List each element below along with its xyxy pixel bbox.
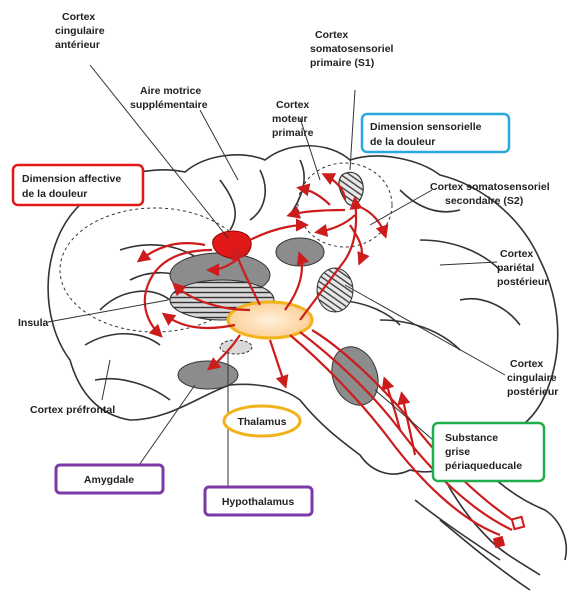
box-sensorielle: Dimension sensorielle de la douleur <box>362 114 509 152</box>
box-hypothalamus: Hypothalamus <box>205 487 312 515</box>
label-supplementary-motor-area: Aire motrice supplémentaire <box>130 85 208 111</box>
box-amygdale-label: Amygdale <box>84 474 134 486</box>
label-posterior-parietal: Cortex pariétal postérieur <box>497 248 548 288</box>
gray-regions <box>170 172 386 411</box>
box-thalamus: Thalamus <box>224 406 300 436</box>
spinal-entry-marker-filled <box>493 536 505 548</box>
box-substance-line3: périaqueducale <box>445 460 522 472</box>
label-posterior-cingulate: Cortex cingulaire postérieur <box>507 358 560 398</box>
box-sensorielle-line1: Dimension sensorielle <box>370 121 482 133</box>
label-insula: Insula <box>18 317 49 329</box>
motor-cortex-region <box>276 238 324 266</box>
amygdala-region <box>178 361 238 389</box>
label-s2-cortex: Cortex somatosensoriel secondaire (S2) <box>430 181 553 207</box>
label-s1-cortex: Cortex somatosensoriel primaire (S1) <box>310 29 396 69</box>
box-thalamus-label: Thalamus <box>237 416 286 428</box>
box-amygdale: Amygdale <box>56 465 163 493</box>
box-sensorielle-line2: de la douleur <box>370 136 435 148</box>
box-substance: Substance grise périaqueducale <box>433 423 544 481</box>
label-anterior-cingulate: Cortex cingulaire antérieur <box>55 11 108 51</box>
box-substance-line1: Substance <box>445 432 498 444</box>
box-substance-line2: grise <box>445 446 470 458</box>
thalamus-region <box>228 302 312 338</box>
box-hypothalamus-label: Hypothalamus <box>222 496 295 508</box>
box-affective: Dimension affective de la douleur <box>13 165 143 205</box>
label-prefrontal-cortex: Cortex préfrontal <box>30 404 115 416</box>
spinal-entry-marker-open <box>512 517 524 529</box>
label-primary-motor-cortex: Cortex moteur primaire <box>272 99 314 139</box>
s1-region <box>339 172 363 205</box>
box-affective-line2: de la douleur <box>22 188 87 200</box>
box-affective-line1: Dimension affective <box>22 173 121 185</box>
